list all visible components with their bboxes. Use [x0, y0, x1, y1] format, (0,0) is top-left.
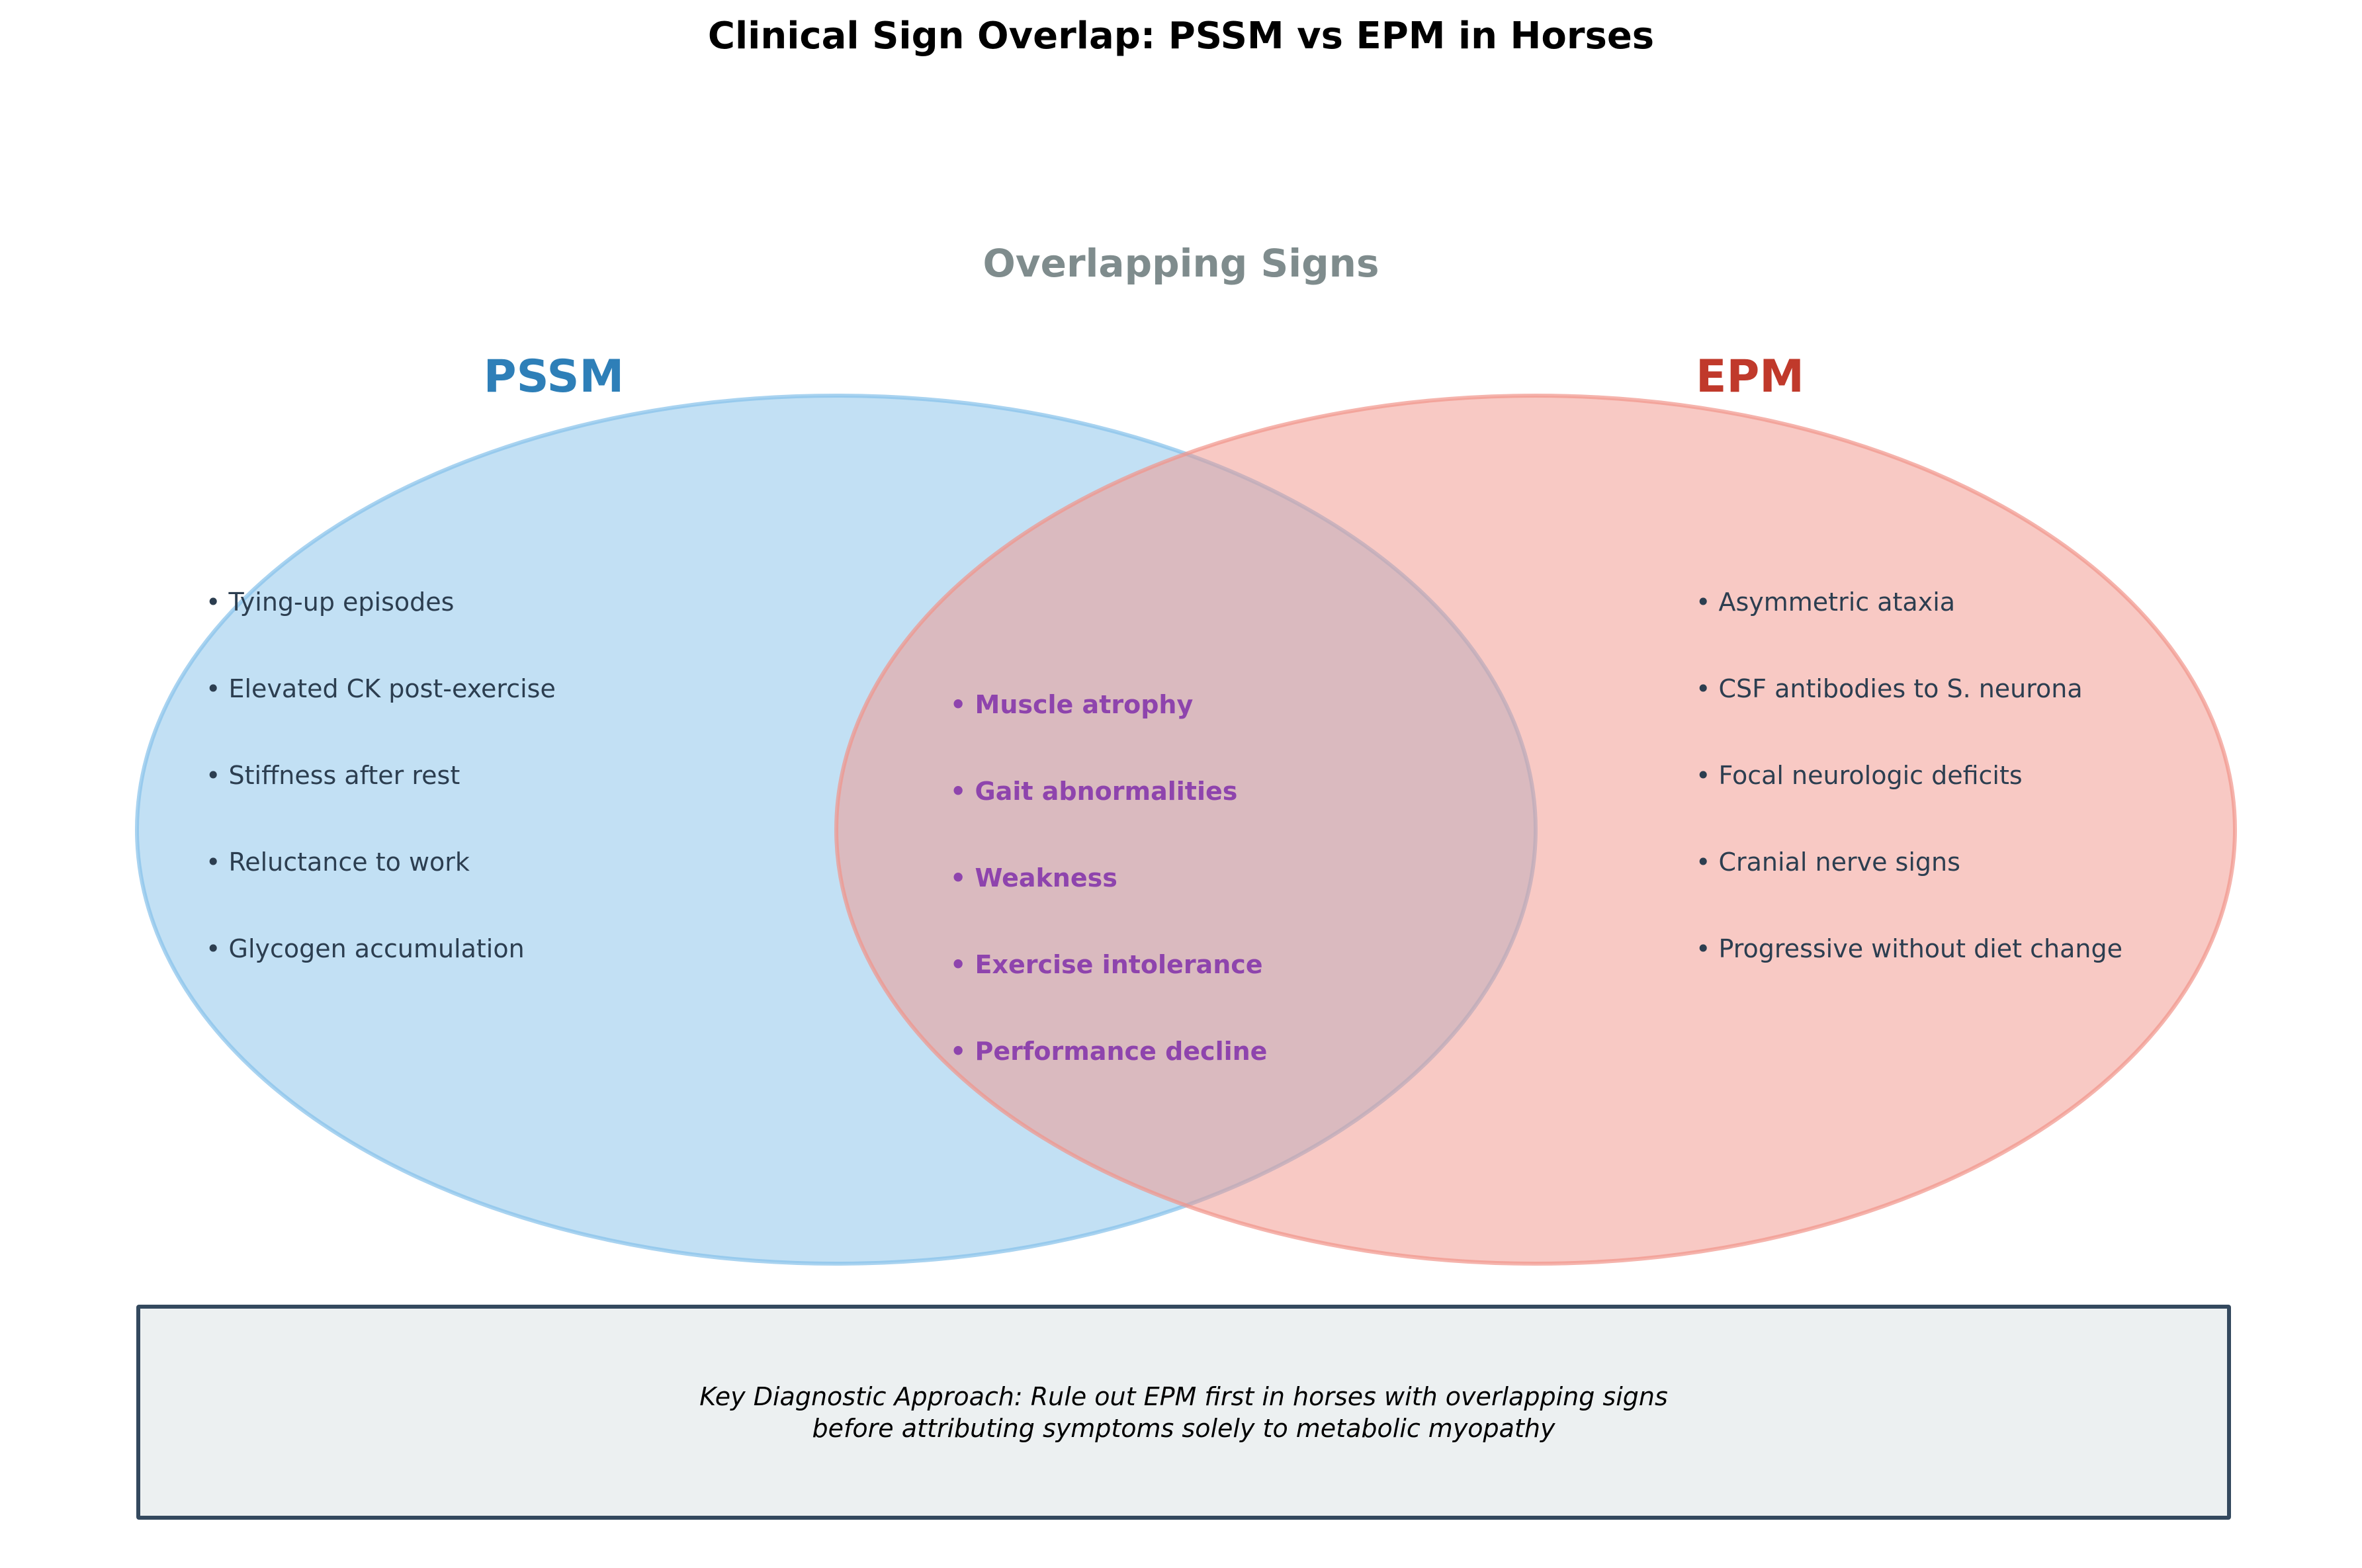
pssm-sign-item: • Glycogen accumulation — [206, 934, 525, 963]
pssm-sign-item: • Stiffness after rest — [206, 761, 460, 790]
epm-sign-item: • CSF antibodies to S. neurona — [1696, 674, 2083, 703]
key-diagnostic-box: Key Diagnostic Approach: Rule out EPM fi… — [136, 1305, 2231, 1520]
epm-sign-item: • Cranial nerve signs — [1696, 848, 1960, 877]
overlap-sign-item: • Weakness — [950, 863, 1117, 893]
epm-ellipse — [834, 394, 2237, 1266]
pssm-label: PSSM — [483, 351, 625, 403]
chart-title: Clinical Sign Overlap: PSSM vs EPM in Ho… — [707, 15, 1655, 58]
overlap-sign-item: • Muscle atrophy — [950, 690, 1194, 719]
key-diagnostic-line: Key Diagnostic Approach: Rule out EPM fi… — [699, 1381, 1668, 1411]
epm-sign-item: • Progressive without diet change — [1696, 934, 2122, 963]
overlap-sign-item: • Exercise intolerance — [950, 950, 1263, 979]
overlap-sign-item: • Gait abnormalities — [950, 777, 1238, 806]
epm-sign-item: • Asymmetric ataxia — [1696, 588, 1956, 617]
pssm-signs-list: • Tying-up episodes • Elevated CK post-e… — [206, 586, 556, 1019]
overlap-signs-list: • Muscle atrophy • Gait abnormalities • … — [950, 688, 1267, 1121]
pssm-sign-item: • Tying-up episodes — [206, 588, 455, 617]
pssm-sign-item: • Reluctance to work — [206, 848, 470, 877]
epm-sign-item: • Focal neurologic deficits — [1696, 761, 2023, 790]
overlap-heading: Overlapping Signs — [983, 241, 1379, 286]
key-diagnostic-line: before attributing symptoms solely to me… — [812, 1413, 1555, 1443]
overlap-sign-item: • Performance decline — [950, 1037, 1268, 1066]
pssm-sign-item: • Elevated CK post-exercise — [206, 674, 556, 703]
epm-label: EPM — [1696, 351, 1804, 403]
epm-signs-list: • Asymmetric ataxia • CSF antibodies to … — [1696, 586, 2122, 1019]
